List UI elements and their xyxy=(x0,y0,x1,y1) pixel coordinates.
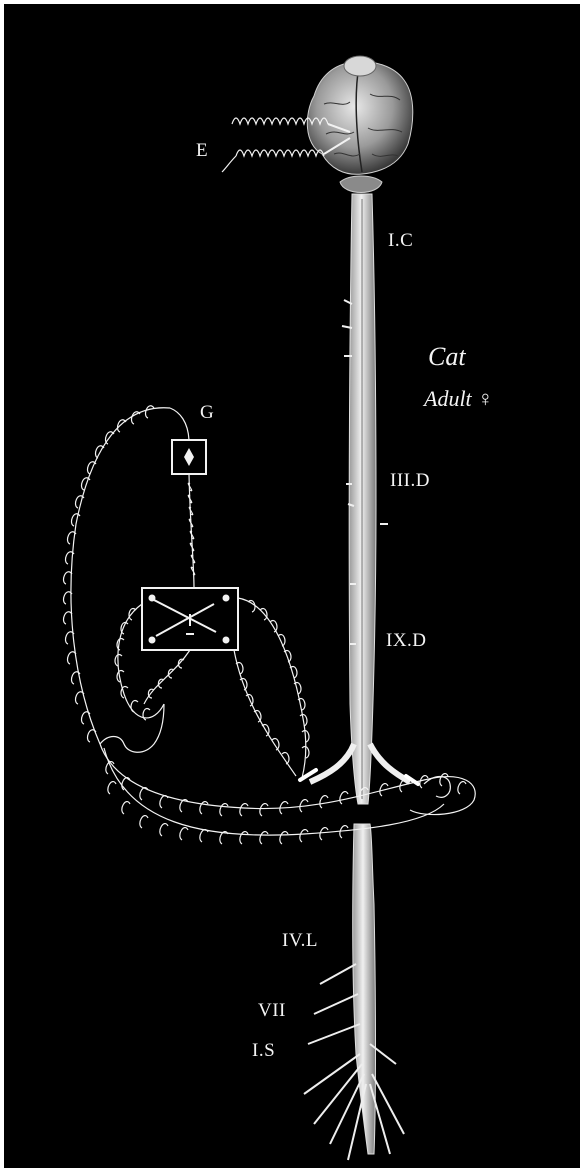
galvanometer xyxy=(172,440,206,474)
spinal-cord xyxy=(304,194,410,1160)
label-dorsal-9: IX.D xyxy=(386,630,427,652)
commutator-switch xyxy=(142,588,238,650)
label-lumbar-4: IV.L xyxy=(282,930,318,952)
nervous-system-diagram xyxy=(4,4,580,1168)
label-galvanometer: G xyxy=(200,402,214,424)
specimen-stage-sex: Adult ♀ xyxy=(424,386,494,412)
specimen-species: Cat xyxy=(428,342,466,372)
label-dorsal-3: III.D xyxy=(390,470,430,492)
specimen-stage: Adult xyxy=(424,386,472,411)
female-symbol: ♀ xyxy=(477,386,494,411)
label-lumbar-7: VII xyxy=(258,1000,286,1022)
label-sacral-1: I.S xyxy=(252,1040,275,1062)
illustration-plate: E G I.C III.D IX.D IV.L VII I.S Cat Adul… xyxy=(4,4,580,1168)
label-electrodes: E xyxy=(196,140,208,162)
brain xyxy=(307,56,412,193)
label-cervical: I.C xyxy=(388,230,413,252)
